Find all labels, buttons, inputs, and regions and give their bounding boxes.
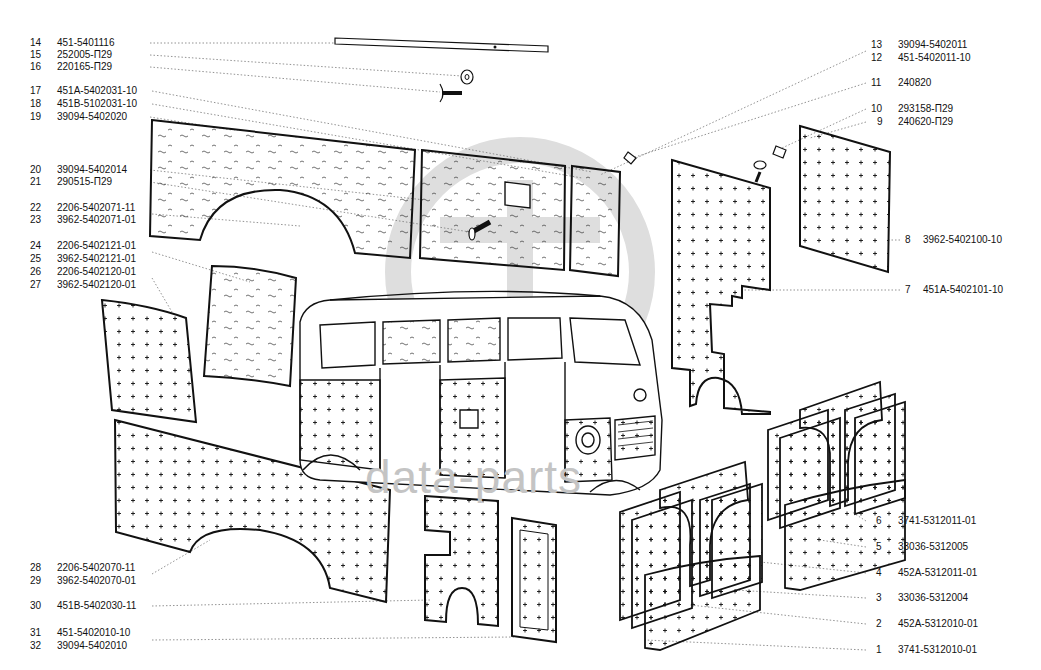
part-number: 290515-П29 (57, 176, 112, 188)
callout-number: 9 (877, 116, 883, 128)
wheel-arch-panels (620, 382, 905, 650)
callout-number: 30 (30, 600, 41, 612)
part-number: 3962-5402071-01 (57, 214, 136, 226)
part-number: 451-5401116 (57, 37, 114, 49)
callout-number: 11 (871, 77, 881, 89)
callout-number: 18 (30, 98, 41, 110)
callout-number: 20 (30, 164, 41, 176)
callout-number: 3 (876, 592, 882, 604)
part-number: 3962-5402100-10 (923, 234, 1002, 246)
part-number: 451-5402010-10 (57, 627, 130, 639)
part-number: 2206-5402070-11 (57, 562, 135, 574)
part-number: 2206-5402071-11 (57, 202, 135, 214)
part-number: 39094-5402010 (57, 640, 127, 652)
part-number: 33036-5312005 (898, 541, 968, 553)
part-number: 451-5402011-10 (898, 52, 971, 64)
callout-number: 6 (876, 515, 882, 527)
callout-number: 19 (30, 111, 41, 123)
callout-number: 2 (876, 618, 882, 630)
callout-number: 16 (30, 61, 41, 73)
callout-number: 23 (30, 214, 41, 226)
callout-number: 12 (871, 52, 882, 64)
callout-number: 32 (30, 640, 41, 652)
callout-number: 10 (871, 103, 882, 115)
watermark: data-parts (365, 452, 582, 502)
part-number: 293158-П29 (898, 103, 953, 115)
part-number: 451А-5402031-10 (57, 85, 137, 97)
part-number: 3962-5402121-01 (57, 253, 136, 265)
part-number: 451В-5102031-10 (57, 98, 137, 110)
callout-number: 8 (905, 234, 911, 246)
part-number: 451В-5402030-11 (57, 600, 136, 612)
callout-number: 17 (30, 85, 41, 97)
callout-number: 1 (876, 644, 882, 656)
part-number: 3962-5402120-01 (57, 279, 136, 291)
part-number: 452А-5312011-01 (898, 567, 977, 579)
part-number: 2206-5402120-01 (57, 266, 136, 278)
part-number: 3741-5312011-01 (898, 515, 976, 527)
part-number: 39094-5402011 (898, 39, 967, 51)
callout-number: 7 (905, 284, 911, 296)
callout-number: 14 (30, 37, 41, 49)
trim-panels (102, 38, 890, 642)
part-number: 33036-5312004 (898, 592, 968, 604)
callout-number: 29 (30, 575, 41, 587)
callout-number: 27 (30, 279, 41, 291)
callout-number: 15 (30, 49, 41, 61)
part-number: 451А-5402101-10 (923, 284, 1003, 296)
callout-number: 31 (30, 627, 41, 639)
part-number: 39094-5402020 (57, 111, 127, 123)
callout-number: 22 (30, 202, 41, 214)
part-number: 220165-П29 (57, 61, 112, 73)
callout-number: 28 (30, 562, 41, 574)
callout-number: 13 (871, 39, 882, 51)
part-number: 3741-5312010-01 (898, 644, 977, 656)
part-number: 252005-П29 (57, 49, 112, 61)
part-number: 3962-5402070-01 (57, 575, 136, 587)
callout-number: 24 (30, 240, 41, 252)
part-number: 2206-5402121-01 (57, 240, 136, 252)
part-number: 39094-5402014 (57, 164, 127, 176)
callout-number: 21 (30, 176, 41, 188)
callout-number: 26 (30, 266, 41, 278)
part-number: 240620-П29 (898, 116, 953, 128)
callout-number: 5 (876, 541, 882, 553)
part-number: 452А-5312010-01 (898, 618, 978, 630)
callout-number: 4 (876, 567, 882, 579)
callout-number: 25 (30, 253, 41, 265)
part-number: 240820 (898, 77, 931, 89)
